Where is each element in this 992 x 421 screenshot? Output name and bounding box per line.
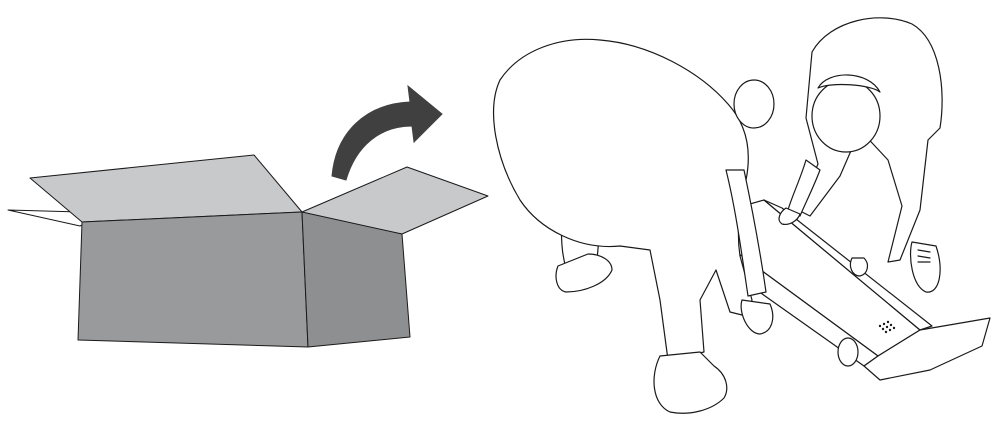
people-lifting-treadmill-icon (494, 18, 990, 413)
person-back-head (812, 80, 880, 152)
box-front (78, 212, 308, 347)
person-front-head (734, 80, 774, 128)
person-back-shoe (911, 242, 941, 292)
box-flap-back (30, 155, 302, 222)
box-side (302, 212, 410, 347)
person-front-body (494, 39, 752, 360)
person-back-hand-right (850, 258, 867, 276)
curved-arrow-icon (332, 86, 442, 180)
treadmill-foot (838, 338, 858, 366)
person-front-hand (741, 300, 773, 334)
person-front-shoe-front (654, 352, 727, 413)
person-front (494, 39, 774, 413)
open-box-icon (8, 155, 488, 347)
arrow-shape (332, 86, 442, 180)
